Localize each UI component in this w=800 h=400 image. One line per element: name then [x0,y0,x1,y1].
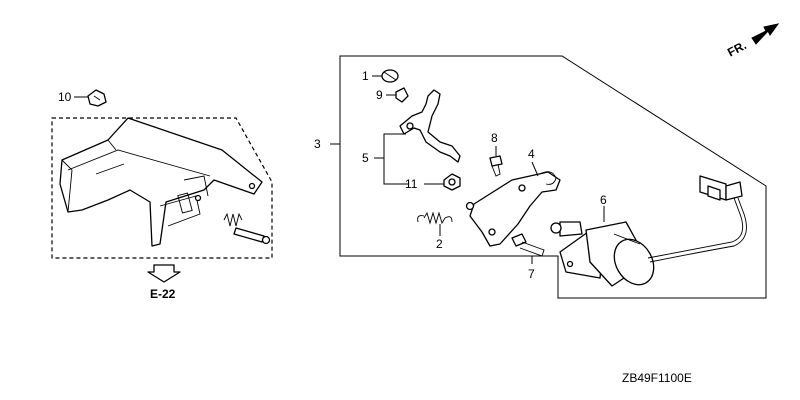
callout-7: 7 [528,267,535,281]
callout-10: 10 [58,90,72,104]
wire-connector [699,175,743,201]
reference-arrow [147,264,181,283]
callout-4: 4 [528,147,535,161]
callout-9: 9 [376,88,383,102]
solenoid-wire [647,197,747,263]
callout-11: 11 [405,177,418,191]
nut-part-11 [443,173,461,191]
lever-part-5 [399,89,461,163]
cover-group-dashed-outline [51,117,273,259]
front-direction-indicator: FR. [725,23,780,60]
screw-part-8 [489,155,503,177]
cover-assembly [59,117,263,247]
front-direction-label: FR. [725,38,749,59]
clip-part-9 [395,87,409,103]
callout-8: 8 [491,131,498,145]
bolt-part-7 [511,233,545,257]
diagram-code: ZB49F1100E [622,371,692,385]
cap-part-1 [381,69,399,83]
cover-screw [233,227,271,245]
callout-3: 3 [314,137,321,151]
callout-2: 2 [436,237,443,251]
spring-part-2 [417,211,453,225]
reference-label: E-22 [150,287,176,301]
cover-spring [223,212,243,227]
plate-part-4 [465,171,561,247]
callout-6: 6 [600,193,607,207]
front-direction-arrow-icon [751,23,780,45]
callout-1: 1 [362,69,369,83]
callout-5: 5 [362,151,369,165]
clip-part-10 [87,89,107,107]
callout-5-bracket [383,133,408,185]
assembly-outline [339,55,767,299]
solenoid-part-6 [550,221,655,287]
